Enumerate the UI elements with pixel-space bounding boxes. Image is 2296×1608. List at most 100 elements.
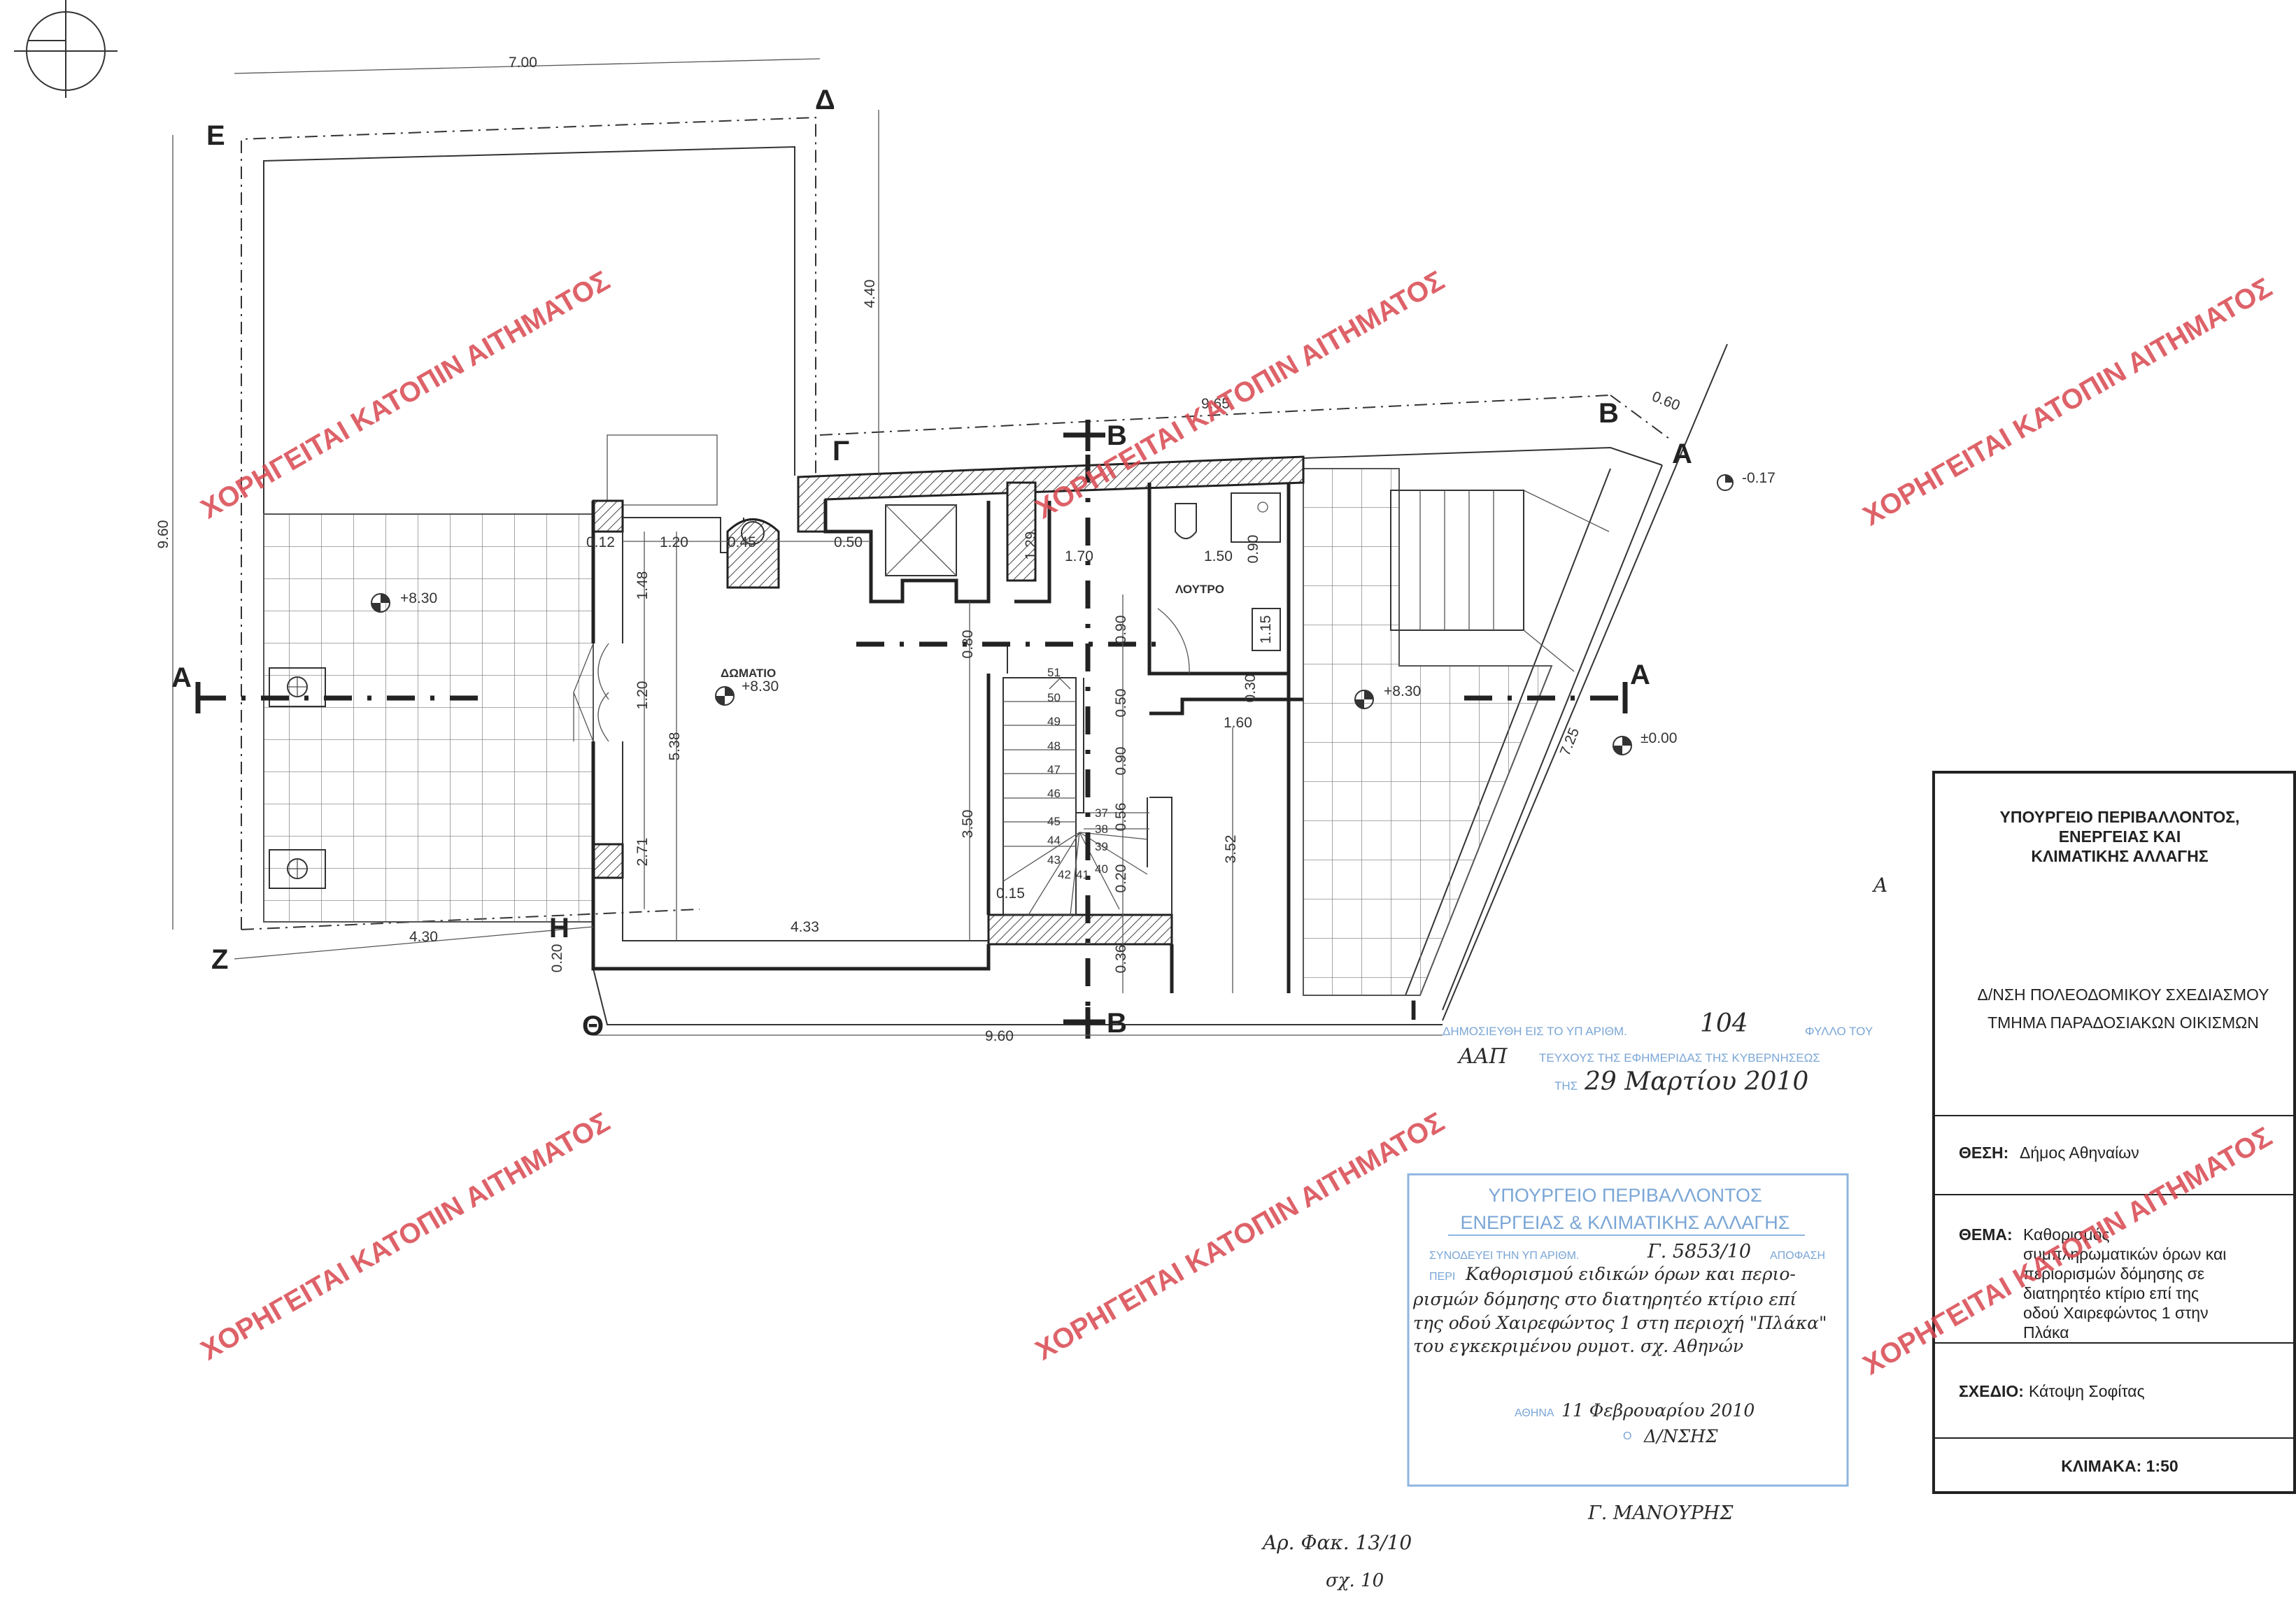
dimension-lines — [172, 58, 1443, 1036]
svg-text:0.50: 0.50 — [1113, 689, 1129, 718]
svg-text:4.30: 4.30 — [409, 929, 438, 945]
shaft — [885, 504, 957, 576]
svg-text:0.36: 0.36 — [1113, 945, 1129, 974]
svg-text:της οδού Χαιρεφώντος 1 στη περ: της οδού Χαιρεφώντος 1 στη περιοχή "Πλάκ… — [1413, 1313, 1827, 1333]
svg-text:7.25: 7.25 — [1557, 725, 1583, 758]
right-terrace — [1303, 468, 1553, 996]
svg-text:49: 49 — [1047, 715, 1061, 728]
svg-text:ΧΟΡΗΓΕΙΤΑΙ ΚΑΤΟΠΙΝ ΑΙΤΗΜΑΤΟΣ: ΧΟΡΗΓΕΙΤΑΙ ΚΑΤΟΠΙΝ ΑΙΤΗΜΑΤΟΣ — [196, 1107, 615, 1366]
svg-text:0.56: 0.56 — [1113, 803, 1129, 832]
balcony-door — [573, 643, 609, 742]
svg-text:Γ. 5853/10: Γ. 5853/10 — [1647, 1241, 1751, 1262]
elevation-marker-icon — [715, 686, 735, 706]
svg-text:29 Μαρτίου 2010: 29 Μαρτίου 2010 — [1584, 1067, 1808, 1096]
section-lines — [195, 420, 1628, 1039]
svg-text:Δ/ΝΣΗΣ: Δ/ΝΣΗΣ — [1643, 1426, 1718, 1446]
section-mark-a-left: Α — [171, 662, 192, 693]
ministry-line: ΕΝΕΡΓΕΙΑΣ ΚΑΙ — [2059, 827, 2181, 846]
point-label-E: Ε — [206, 120, 225, 151]
svg-text:46: 46 — [1047, 787, 1061, 800]
point-label-B: Β — [1599, 398, 1619, 429]
svg-text:0.60: 0.60 — [1650, 388, 1682, 414]
svg-text:του εγκεκριμένου ρυμοτ. σχ. Αθ: του εγκεκριμένου ρυμοτ. σχ. Αθηνών — [1413, 1336, 1743, 1356]
file-ref-sheet: σχ. 10 — [1326, 1570, 1384, 1591]
svg-text:45: 45 — [1047, 815, 1061, 828]
svg-text:9.60: 9.60 — [155, 520, 171, 549]
skylights — [269, 667, 326, 889]
svg-text:0.45: 0.45 — [728, 534, 756, 550]
point-label-H: Η — [549, 913, 569, 944]
elevation-marker-icon — [1354, 690, 1374, 709]
svg-text:51: 51 — [1047, 666, 1061, 679]
svg-text:41: 41 — [1076, 868, 1089, 881]
drawing-value: Κάτοψη Σοφίτας — [2029, 1382, 2145, 1400]
elevation-street: ±0.00 — [1640, 730, 1677, 746]
elevation-room: +8.30 — [742, 678, 779, 695]
svg-text:Ο: Ο — [1623, 1430, 1631, 1442]
stair-step-numbers: 51 50 49 48 47 46 45 44 43 42 41 40 39 3… — [1047, 666, 1108, 881]
svg-text:0.50: 0.50 — [834, 534, 863, 550]
svg-text:42: 42 — [1058, 868, 1071, 881]
north-arrow-icon — [14, 0, 118, 98]
svg-text:11 Φεβρουαρίου 2010: 11 Φεβρουαρίου 2010 — [1561, 1400, 1755, 1421]
elevation-right-terrace: +8.30 — [1384, 683, 1421, 699]
svg-text:ΣΥΝΟΔΕΥΕΙ ΤΗΝ ΥΠ ΑΡΙΘΜ.: ΣΥΝΟΔΕΥΕΙ ΤΗΝ ΥΠ ΑΡΙΘΜ. — [1429, 1250, 1579, 1262]
elevation-marker-icon — [1613, 736, 1632, 755]
location-value: Δήμος Αθηναίων — [2020, 1144, 2139, 1162]
svg-text:ΤΗΣ: ΤΗΣ — [1554, 1079, 1578, 1093]
scale-label: ΚΛΙΜΑΚΑ: 1:50 — [2061, 1457, 2178, 1475]
room-label: ΔΩΜΑΤΙΟ — [721, 667, 776, 680]
elevation-marker-icon — [371, 593, 390, 613]
subject-label: ΘΕΜΑ: — [1959, 1225, 2013, 1244]
svg-text:1.15: 1.15 — [1258, 616, 1274, 644]
svg-text:104: 104 — [1700, 1009, 1748, 1038]
staircase — [1002, 677, 1149, 916]
svg-text:40: 40 — [1095, 862, 1108, 876]
svg-text:ΧΟΡΗΓΕΙΤΑΙ ΚΑΤΟΠΙΝ ΑΙΤΗΜΑΤΟΣ: ΧΟΡΗΓΕΙΤΑΙ ΚΑΤΟΠΙΝ ΑΙΤΗΜΑΤΟΣ — [196, 265, 615, 525]
svg-text:4.33: 4.33 — [791, 919, 819, 935]
svg-text:3.50: 3.50 — [960, 810, 976, 839]
drawing-label: ΣΧΕΔΙΟ: — [1959, 1382, 2024, 1400]
svg-text:1.50: 1.50 — [1204, 548, 1233, 564]
svg-text:0.15: 0.15 — [996, 885, 1025, 902]
svg-text:37: 37 — [1095, 806, 1108, 820]
svg-text:50: 50 — [1047, 691, 1061, 704]
svg-text:0.80: 0.80 — [960, 630, 976, 659]
point-label-A: Α — [1672, 439, 1692, 469]
svg-text:0.90: 0.90 — [1113, 747, 1129, 776]
svg-text:3.52: 3.52 — [1223, 835, 1239, 864]
svg-text:περιορισμών δόμησης σε: περιορισμών δόμησης σε — [2023, 1265, 2204, 1283]
svg-text:0.90: 0.90 — [1113, 616, 1129, 644]
approval-stamp: ΥΠΟΥΡΓΕΙΟ ΠΕΡΙΒΑΛΛΟΝΤΟΣ ΕΝΕΡΓΕΙΑΣ & ΚΛΙΜ… — [1407, 1173, 1849, 1487]
svg-text:38: 38 — [1095, 823, 1108, 836]
terrace-stairs — [1390, 490, 1610, 672]
svg-text:Πλάκα: Πλάκα — [2023, 1323, 2069, 1342]
svg-text:1.20: 1.20 — [635, 681, 651, 710]
section-mark-b-bottom: Β — [1107, 1008, 1127, 1039]
title-block: ΥΠΟΥΡΓΕΙΟ ΠΕΡΙΒΑΛΛΟΝΤΟΣ, ΕΝΕΡΓΕΙΑΣ ΚΑΙ Κ… — [1932, 771, 2296, 1494]
section-mark-b-top: Β — [1107, 420, 1127, 451]
svg-text:44: 44 — [1047, 834, 1061, 847]
svg-text:ΑΘΗΝΑ: ΑΘΗΝΑ — [1515, 1407, 1554, 1419]
svg-text:Καθορισμός: Καθορισμός — [2023, 1225, 2109, 1244]
svg-text:1.48: 1.48 — [635, 571, 651, 600]
ministry-line: ΚΛΙΜΑΤΙΚΗΣ ΑΛΛΑΓΗΣ — [2031, 847, 2209, 865]
location-label: ΘΕΣΗ: — [1959, 1144, 2008, 1162]
svg-text:2.71: 2.71 — [635, 838, 651, 867]
svg-text:ΠΕΡΙ: ΠΕΡΙ — [1429, 1271, 1455, 1283]
point-label-D: Δ — [815, 85, 835, 115]
svg-text:ΥΠΟΥΡΓΕΙΟ ΠΕΡΙΒΑΛΛΟΝΤΟΣ: ΥΠΟΥΡΓΕΙΟ ΠΕΡΙΒΑΛΛΟΝΤΟΣ — [1488, 1185, 1762, 1206]
building-walls — [591, 455, 1305, 993]
dimension-labels: 7.00 4.40 9.60 9.65 0.60 4.30 9.60 0.20 … — [155, 55, 1682, 1044]
margin-note: Α — [1871, 874, 1887, 897]
svg-text:0.30: 0.30 — [1242, 674, 1259, 703]
svg-text:ΑΠΟΦΑΣΗ: ΑΠΟΦΑΣΗ — [1770, 1250, 1825, 1262]
ministry-line: ΥΠΟΥΡΓΕΙΟ ΠΕΡΙΒΑΛΛΟΝΤΟΣ, — [2000, 808, 2240, 826]
elevation-marker-icon — [1717, 474, 1734, 491]
svg-text:48: 48 — [1047, 739, 1061, 753]
department-line: Δ/ΝΣΗ ΠΟΛΕΟΔΟΜΙΚΟΥ ΣΧΕΔΙΑΣΜΟΥ — [1977, 986, 2269, 1004]
svg-text:ΔΗΜΟΣΙΕΥΘΗ ΕΙΣ ΤΟ ΥΠ ΑΡΙΘΜ.: ΔΗΜΟΣΙΕΥΘΗ ΕΙΣ ΤΟ ΥΠ ΑΡΙΘΜ. — [1443, 1025, 1627, 1038]
svg-text:0.20: 0.20 — [1113, 865, 1129, 893]
svg-text:47: 47 — [1047, 763, 1061, 776]
